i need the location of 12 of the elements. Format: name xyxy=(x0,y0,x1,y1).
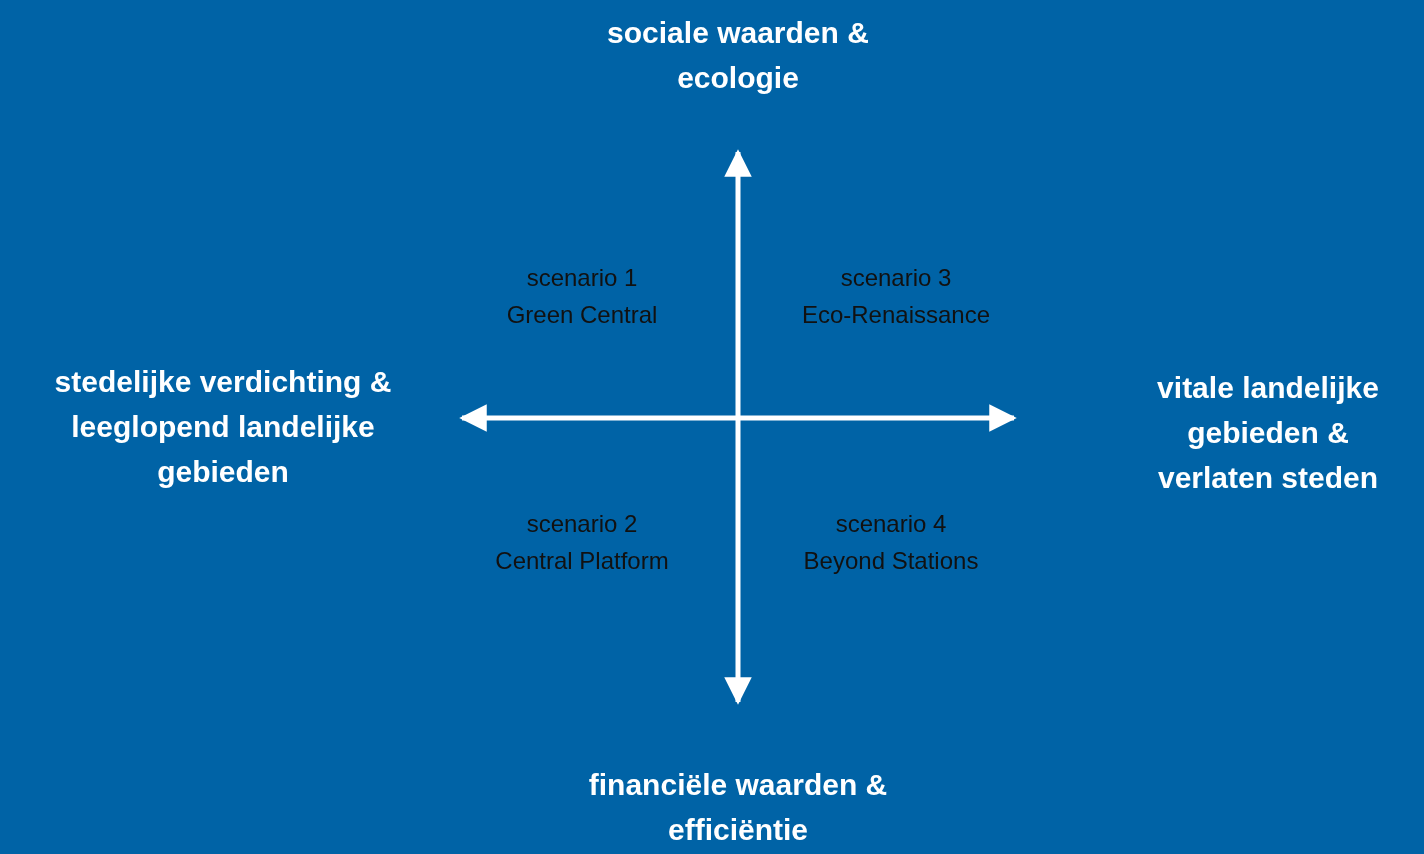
scenario-label: scenario 4 xyxy=(834,509,948,539)
scenario-label: Green Central xyxy=(505,300,659,330)
axis-label: sociale waarden & ecologie xyxy=(606,15,870,96)
scenario-label: scenario 3 xyxy=(839,263,953,293)
scenario-label: scenario 1 xyxy=(525,263,639,293)
scenario-label: Beyond Stations xyxy=(802,546,980,576)
axis-label: stedelijke verdichting & leeglopend landelijke gebieden xyxy=(53,364,393,490)
scenario-label: scenario 2 xyxy=(525,509,639,539)
axis-label: vitale landelijke gebieden & verlaten steden xyxy=(1156,370,1380,496)
axis-label: financiële waarden & efficiëntie xyxy=(587,767,889,848)
scenario-label: Eco-Renaissance xyxy=(800,300,992,330)
scenario-label: Central Platform xyxy=(494,546,670,576)
